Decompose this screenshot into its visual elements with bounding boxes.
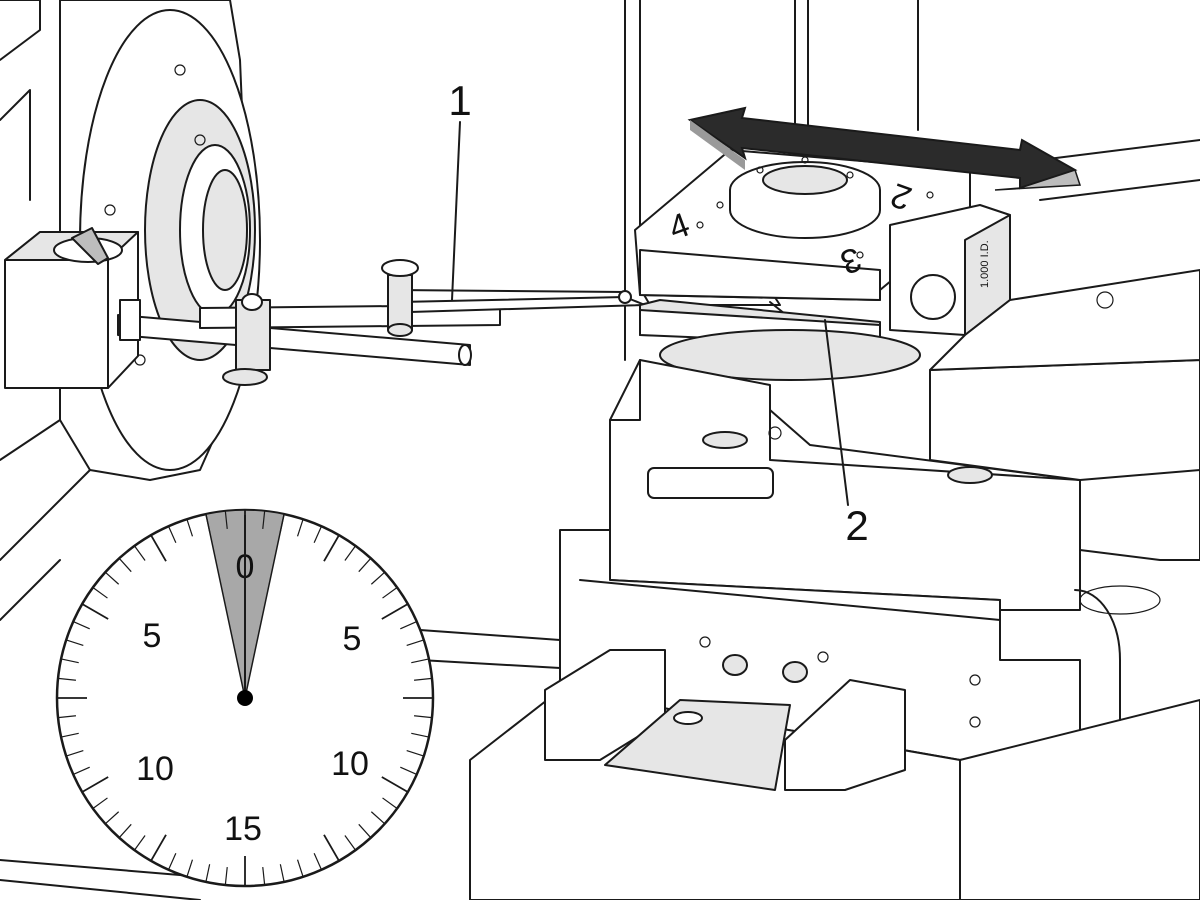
dial-tick xyxy=(279,513,285,532)
dial-tick xyxy=(381,776,409,793)
motion-arrow xyxy=(687,106,1082,191)
dial-indicator-face: 0 5 5 10 10 15 xyxy=(55,508,435,888)
indicator-arm xyxy=(117,259,646,386)
dial-tick xyxy=(381,603,409,620)
dial-tick xyxy=(60,732,79,738)
dial-tick xyxy=(205,864,211,883)
dial-label-bottom: 15 xyxy=(224,810,262,848)
dial-tick xyxy=(167,526,177,543)
dial-tick xyxy=(81,776,109,793)
dial-tick xyxy=(118,557,132,573)
dial-tick xyxy=(344,835,356,851)
dial-label-left-upper: 5 xyxy=(143,617,162,655)
dial-label-right-lower: 10 xyxy=(331,745,369,783)
magnetic-base xyxy=(4,227,139,389)
dial-tick xyxy=(134,835,146,851)
dial-tick xyxy=(167,853,177,870)
dial-tick xyxy=(92,797,108,809)
callout-2-label: 2 xyxy=(845,502,868,549)
dial-tick xyxy=(118,823,132,839)
dial-tick xyxy=(411,732,430,738)
dial-tick xyxy=(414,715,433,719)
table-id-label: 1.000 I.D. xyxy=(979,240,991,288)
dial-tick xyxy=(134,545,146,561)
callout-2: 2 xyxy=(824,319,869,549)
dial-tick xyxy=(296,519,304,537)
dial-tick xyxy=(205,513,211,532)
dial-tick xyxy=(382,587,398,599)
dial-label-left-lower: 10 xyxy=(136,750,174,788)
dial-tick xyxy=(296,859,304,877)
dial-tick xyxy=(406,749,424,757)
dial-tick xyxy=(224,867,228,886)
dial-tick xyxy=(262,867,266,886)
dial-tick xyxy=(370,571,386,585)
dial-tick xyxy=(57,677,76,681)
dial-ticks xyxy=(57,510,433,886)
dial-tick xyxy=(411,658,430,664)
dial-tick xyxy=(279,864,285,883)
dial-tick xyxy=(104,811,120,825)
dial-tick xyxy=(414,677,433,681)
dial-tick xyxy=(382,797,398,809)
dial-tick xyxy=(313,526,323,543)
dial-tick xyxy=(60,658,79,664)
dial-tick xyxy=(358,557,372,573)
dial-tick xyxy=(73,766,90,776)
dial-tick xyxy=(66,749,84,757)
callout-1-label: 1 xyxy=(448,77,471,124)
dial-tick xyxy=(400,766,417,776)
dial-tick xyxy=(92,587,108,599)
dial-tick xyxy=(81,603,109,620)
dial-tick xyxy=(104,571,120,585)
dial-tick xyxy=(323,834,340,862)
dial-tick xyxy=(73,620,90,630)
dial-label-right-upper: 5 xyxy=(343,620,362,658)
dial-tick xyxy=(186,859,194,877)
machine-base xyxy=(469,529,1200,900)
dial-tick xyxy=(66,639,84,647)
dial-tick xyxy=(400,620,417,630)
dial-tick xyxy=(150,534,167,562)
dial-tick xyxy=(358,823,372,839)
dial-tick xyxy=(406,639,424,647)
dial-tick xyxy=(186,519,194,537)
dial-tick xyxy=(262,510,266,529)
dial-tick xyxy=(313,853,323,870)
rotary-table: 4 3 2 1.000 I.D. xyxy=(634,149,1011,381)
dial-tick xyxy=(370,811,386,825)
dial-tick xyxy=(323,534,340,562)
dial-tick xyxy=(150,834,167,862)
dial-pivot xyxy=(237,690,253,706)
callout-1: 1 xyxy=(448,77,472,301)
dial-tick xyxy=(224,510,228,529)
dial-tick xyxy=(57,715,76,719)
dial-tick xyxy=(344,545,356,561)
